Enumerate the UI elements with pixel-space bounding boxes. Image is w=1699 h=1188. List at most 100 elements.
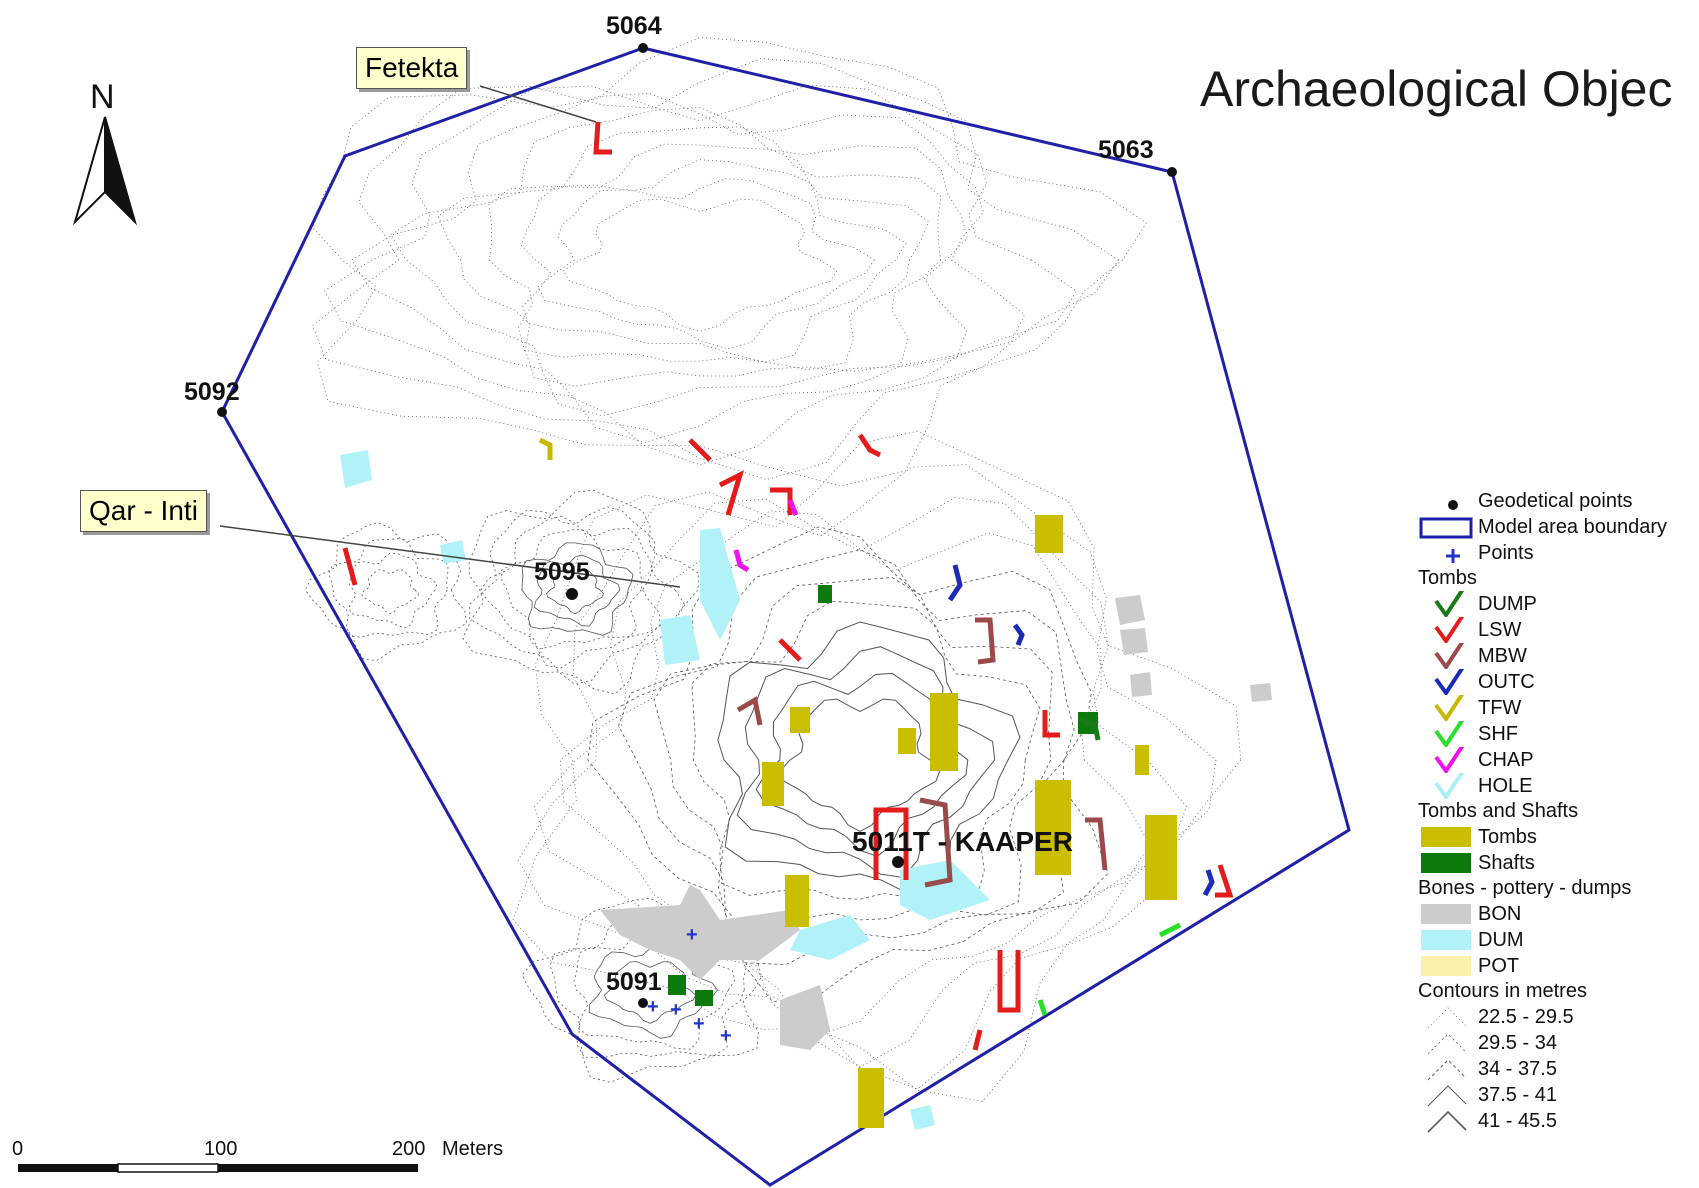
legend-label: POT [1478,955,1520,977]
fill-swatch [1421,853,1471,873]
map-title: Archaeological Objec [1200,61,1673,117]
legend-tombs-lsw: LSW [1418,617,1698,643]
contour-symbol [1427,1007,1467,1029]
geodetic-point-5091 [638,998,648,1008]
zigzag-symbol [1434,773,1465,799]
bones-area [1130,672,1152,697]
outc-wall [1202,869,1215,897]
contour-line [517,464,1217,1090]
legend-contour-0: 22.5 - 29.5 [1418,1004,1698,1030]
lsw-wall [997,950,1021,1013]
contour-line [691,600,1041,909]
contour-line [736,646,996,879]
bones-area [1115,595,1145,625]
contour-lines [304,37,1242,1102]
legend-label: 41 - 45.5 [1478,1110,1557,1132]
label-5095: 5095 [534,558,590,586]
shf-wall [1158,922,1182,938]
lsw-wall [873,807,909,880]
legend-bones-header: Bones - pottery - dumps [1418,876,1698,901]
contour-line [462,489,700,695]
plus-icon [1446,549,1460,563]
contour-symbol [1427,1085,1467,1107]
legend-bones-bon: BON [1418,901,1698,927]
scale-unit: Meters [442,1138,504,1160]
qar-inti-leader [219,525,681,588]
mbw-wall [975,617,996,665]
contour-line [304,522,468,661]
contour-line [755,672,969,857]
point-marker: + [670,999,682,1021]
geodetic-point-5063 [1167,167,1177,177]
scale-label-0: 0 [12,1138,24,1160]
legend-label: Model area boundary [1478,516,1668,538]
contour-symbol [1427,1059,1467,1081]
tomb [1135,745,1149,775]
contour-line [533,554,621,627]
dump-area [340,450,372,488]
tfw-wall [538,437,553,460]
legend-contours-list: 22.5 - 29.5 29.5 - 34 34 - 37.5 37.5 - 41 41… [1418,1004,1698,1134]
legend-label: 37.5 - 41 [1478,1084,1557,1106]
contour-line [469,506,686,685]
legend-contours-header: Contours in metres [1418,979,1698,1004]
dump-area [900,860,990,920]
dump-area [660,615,700,665]
point-markers: + + + + + [647,924,732,1047]
legend-label: 29.5 - 34 [1478,1032,1557,1054]
point-marker: + [693,1013,705,1035]
chap-wall [787,499,799,516]
legend-points: Points [1418,540,1698,566]
boundary-symbol [1419,517,1473,539]
legend-label: DUMP [1478,593,1537,615]
contour-line [390,107,968,417]
lsw-wall [342,547,358,586]
legend-label: 34 - 37.5 [1478,1058,1557,1080]
fill-swatch [1421,827,1471,847]
legend-model-area-boundary: Model area boundary [1418,514,1698,540]
legend-label: CHAP [1478,749,1534,771]
legend-header: Tombs [1418,567,1477,589]
tomb [790,707,810,733]
legend-label: HOLE [1478,775,1533,797]
legend-label: DUM [1478,929,1524,951]
contour-line [351,92,1026,444]
contour-line [488,143,930,371]
contour-symbol [1427,1033,1467,1055]
contour-line [312,58,1120,481]
contour-line [348,552,438,629]
scale-bar-seg-2 [117,1163,219,1173]
legend-tombs-outc: OUTC [1418,669,1698,695]
tomb [930,693,958,771]
point-marker: + [720,1025,732,1047]
legend-tombs-tfw: TFW [1418,695,1698,721]
fetekta-leader [479,85,597,123]
geodetic-point-symbol [1448,500,1458,510]
legend-label: SHF [1478,723,1518,745]
fill-swatch [1421,956,1471,976]
lsw-wall [593,121,612,155]
tomb [1145,815,1177,900]
zigzag-symbol [1434,747,1465,773]
callout-leaders [219,85,681,588]
scale-label-200: 200 [392,1138,426,1160]
contour-line [587,526,1109,1003]
contour-line [521,897,762,1083]
lsw-wall [1215,864,1234,898]
legend-label: MBW [1478,645,1527,667]
dump-area [700,528,740,640]
legend-tombs-shf: SHF [1418,721,1698,747]
fill-swatch [1421,930,1471,950]
mbw-wall [736,696,763,726]
geodetic-point-5092 [217,407,227,417]
zigzag-symbol [1434,669,1465,695]
legend-ts-shafts: Shafts [1418,850,1698,876]
lsw-wall [857,433,882,458]
legend-header: Tombs and Shafts [1418,800,1579,822]
legend-label: 22.5 - 29.5 [1478,1006,1574,1028]
contour-line [562,198,838,332]
outc-wall [947,564,963,602]
scale-bar-seg-3 [218,1164,418,1172]
zigzag-symbol [1434,617,1465,643]
